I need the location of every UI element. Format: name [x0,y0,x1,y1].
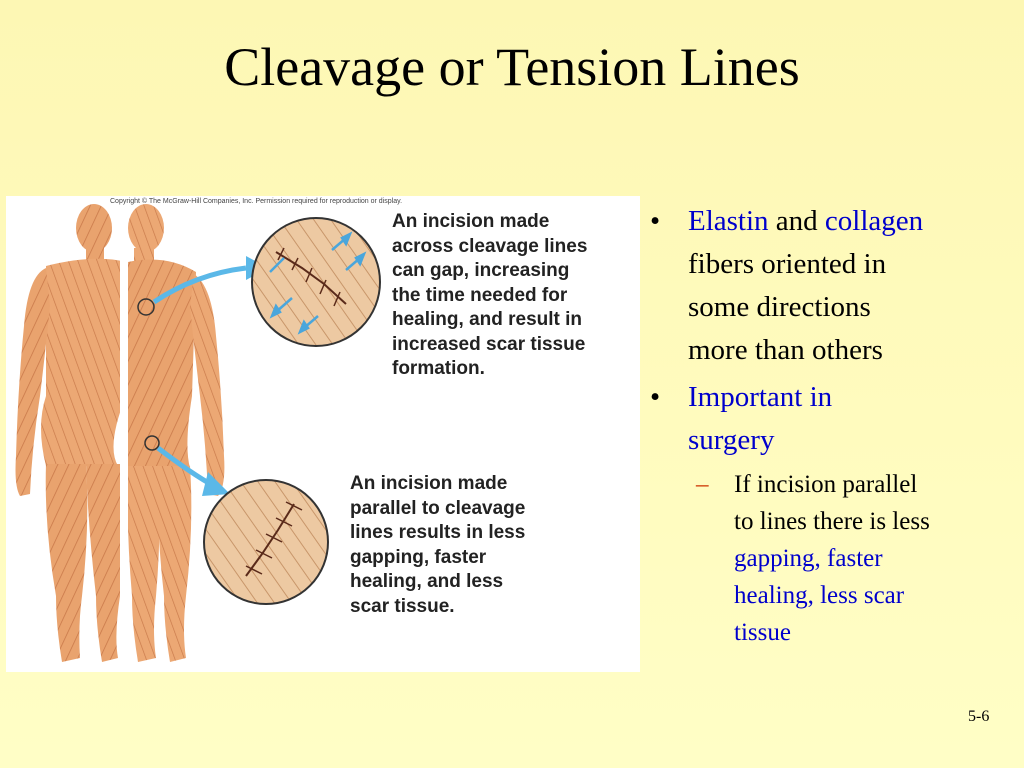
cleavage-lines-figure: Copyright © The McGraw-Hill Companies, I… [6,196,640,672]
zoom-circle-bottom [203,479,329,605]
zoom-circle-top [251,217,381,347]
caption-parallel-cleavage: An incision made parallel to cleavage li… [350,473,526,617]
body-illustration [15,196,381,672]
sub-bullet-marker: – [696,471,709,498]
bullet-marker: • [650,381,661,413]
caption-across-cleavage: An incision made across cleavage lines c… [392,211,588,379]
front-view-figure [127,204,225,662]
bullet-item-surgery: • Important in surgery [650,376,1020,462]
sub-bullet-incision: – If incision parallel to lines there is… [696,466,1020,651]
bullet-item-fibers: • Elastin and collagen fibers oriented i… [650,200,1020,372]
copyright-notice: Copyright © The McGraw-Hill Companies, I… [110,198,403,205]
bullet-marker: • [650,205,661,237]
back-view-figure [15,204,127,662]
slide-number: 5-6 [968,708,990,725]
slide-title: Cleavage or Tension Lines [224,37,800,97]
bullet-list: • Elastin and collagen fibers oriented i… [650,200,1020,651]
